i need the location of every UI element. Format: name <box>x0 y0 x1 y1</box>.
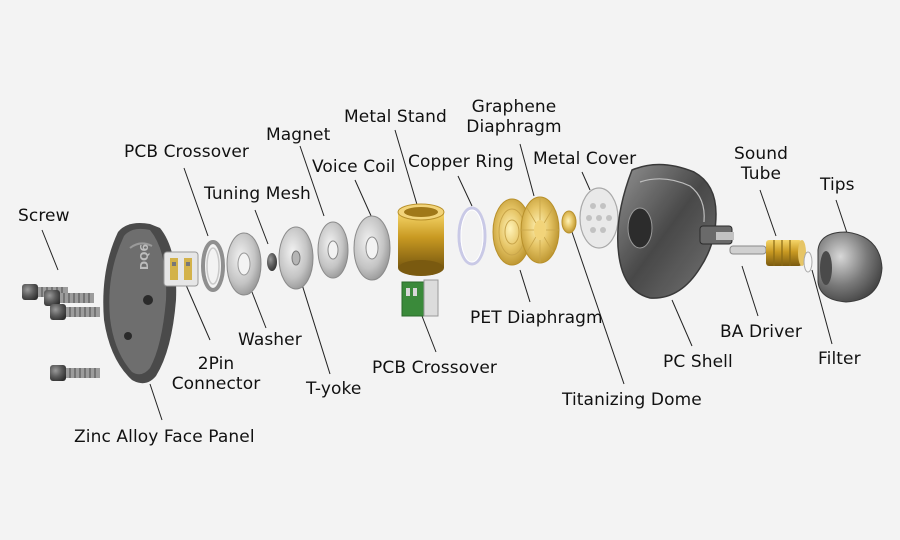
leader-ba-driver <box>741 265 759 317</box>
label-ba-driver: BA Driver <box>720 322 802 342</box>
screw-3 <box>50 304 100 320</box>
leader-tips <box>835 199 849 237</box>
leader-titanizing-dome <box>571 231 625 385</box>
screw-2 <box>44 290 94 306</box>
sound-tube <box>766 240 806 266</box>
label-sound-tube: Sound Tube <box>728 144 794 184</box>
label-metal-stand: Metal Stand <box>344 107 447 127</box>
label-tips: Tips <box>820 175 855 195</box>
pcb-crossover-board <box>401 279 439 317</box>
screw-4 <box>50 365 100 381</box>
copper-ring <box>457 206 487 266</box>
washer <box>226 232 262 296</box>
panel-logo: DQ6 <box>138 244 151 270</box>
pcb-crossover-ring <box>201 240 225 292</box>
titanizing-dome <box>561 210 577 234</box>
label-metal-cover: Metal Cover <box>533 149 637 169</box>
pc-shell <box>616 163 734 299</box>
leader-face-panel <box>149 383 163 421</box>
label-graphene-line1: Graphene <box>471 97 557 117</box>
label-pcb-crossover-bottom: PCB Crossover <box>372 358 497 378</box>
leader-pcb-crossover-top <box>183 167 209 237</box>
leader-tuning-mesh <box>254 209 269 245</box>
leader-pet-diaphragm <box>519 269 531 303</box>
metal-cover <box>579 187 619 249</box>
label-pet-diaphragm: PET Diaphragm <box>470 308 603 328</box>
label-sound-tube-line1: Sound <box>733 144 789 164</box>
label-screw: Screw <box>18 206 70 226</box>
leader-metal-cover <box>581 171 591 191</box>
label-magnet: Magnet <box>266 125 331 145</box>
label-graphene-diaphragm: Graphene Diaphragm <box>466 97 562 137</box>
label-pc-shell: PC Shell <box>663 352 733 372</box>
face-panel: DQ6 <box>103 223 177 384</box>
ba-driver <box>729 245 767 255</box>
label-graphene-line2: Diaphragm <box>466 117 562 137</box>
label-2pin-connector: 2Pin Connector <box>168 354 264 394</box>
leader-sound-tube <box>759 189 777 237</box>
label-sound-tube-line2: Tube <box>740 164 782 184</box>
label-2pin-line1: 2Pin <box>197 354 235 374</box>
leader-t-yoke <box>299 277 331 375</box>
tuning-mesh <box>267 253 277 271</box>
voice-coil <box>353 215 391 281</box>
label-washer: Washer <box>238 330 302 350</box>
label-tuning-mesh: Tuning Mesh <box>204 184 311 204</box>
label-voice-coil: Voice Coil <box>312 157 396 177</box>
leader-filter <box>811 269 833 345</box>
two-pin-connector <box>163 251 199 287</box>
graphene-diaphragm <box>520 196 560 264</box>
screws <box>22 284 100 381</box>
leader-copper-ring <box>457 175 473 207</box>
leader-pcb-crossover-bottom <box>421 315 437 353</box>
label-t-yoke: T-yoke <box>306 379 362 399</box>
ear-tip <box>817 231 883 303</box>
leader-screw <box>41 229 59 271</box>
leader-voice-coil <box>354 179 373 219</box>
leader-metal-stand <box>394 129 419 209</box>
leader-lines <box>41 129 849 421</box>
leader-magnet <box>299 145 325 217</box>
label-face-panel: Zinc Alloy Face Panel <box>74 427 255 447</box>
label-copper-ring: Copper Ring <box>408 152 514 172</box>
leader-2pin <box>185 284 211 341</box>
label-2pin-line2: Connector <box>171 374 261 394</box>
magnet <box>317 221 349 279</box>
label-pcb-crossover-top: PCB Crossover <box>124 142 249 162</box>
label-filter: Filter <box>818 349 861 369</box>
metal-stand <box>397 203 445 276</box>
leader-pc-shell <box>671 299 693 347</box>
filter <box>803 251 813 273</box>
label-titanizing-dome: Titanizing Dome <box>562 390 702 410</box>
t-yoke <box>278 226 314 290</box>
leader-washer <box>251 291 267 329</box>
leader-graphene-diaphragm <box>519 143 535 197</box>
